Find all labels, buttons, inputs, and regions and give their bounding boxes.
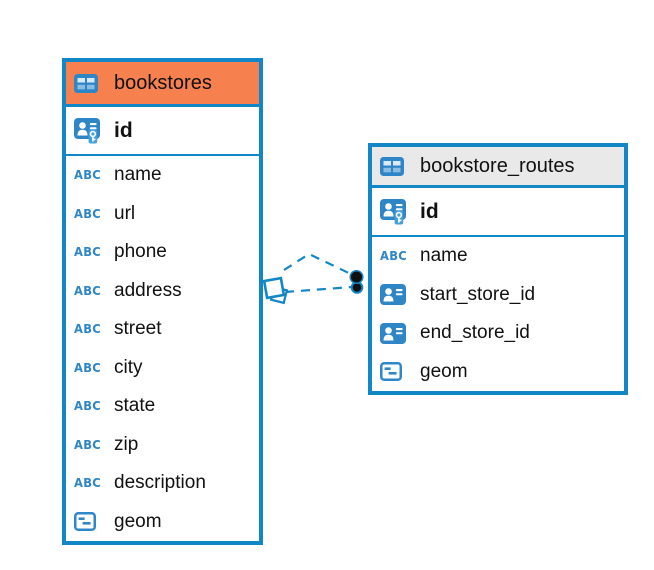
column-label: id <box>420 199 439 223</box>
table-column-row[interactable]: id <box>372 188 624 237</box>
text-type-icon: ABC <box>74 437 102 453</box>
table-column-row[interactable]: ABC name <box>372 237 624 276</box>
foreign-key-icon <box>380 284 412 306</box>
table-header-bookstore-routes[interactable]: bookstore_routes <box>372 147 624 188</box>
column-label: geom <box>114 510 162 532</box>
table-column-row[interactable]: id <box>66 107 259 156</box>
geometry-type-icon <box>380 362 412 382</box>
table-header-bookstores[interactable]: bookstores <box>66 62 259 107</box>
column-label: description <box>114 472 206 494</box>
entity-table-bookstores[interactable]: bookstores id ABC name <box>62 58 263 545</box>
relationship-diamond-marker[interactable] <box>262 276 289 305</box>
text-type-icon: ABC <box>74 206 102 222</box>
table-icon <box>380 156 412 176</box>
text-type-icon: ABC <box>74 475 102 491</box>
column-label: start_store_id <box>420 283 536 305</box>
table-column-row[interactable]: end_store_id <box>372 314 624 353</box>
text-type-icon: ABC <box>74 244 102 260</box>
table-column-row[interactable]: ABC address <box>66 271 259 310</box>
relationship-connector[interactable] <box>262 252 364 305</box>
text-type-icon: ABC <box>74 283 102 299</box>
primary-key-icon <box>380 198 412 225</box>
relationship-dot-marker[interactable] <box>349 269 364 294</box>
column-label: name <box>114 164 162 186</box>
column-label: phone <box>114 241 167 263</box>
column-label: city <box>114 356 143 378</box>
relationship-line-upper[interactable] <box>283 252 356 277</box>
table-column-row[interactable]: ABC zip <box>66 425 259 464</box>
table-name: bookstores <box>114 71 212 94</box>
entity-table-bookstore-routes[interactable]: bookstore_routes id ABC name <box>368 143 628 395</box>
table-column-row[interactable]: ABC phone <box>66 233 259 272</box>
table-column-row[interactable]: ABC state <box>66 387 259 426</box>
column-label: street <box>114 318 162 340</box>
primary-key-icon <box>74 117 106 144</box>
column-label: address <box>114 279 182 301</box>
text-type-icon: ABC <box>74 360 102 376</box>
table-name: bookstore_routes <box>420 154 575 177</box>
text-type-icon: ABC <box>74 167 102 183</box>
column-label: end_store_id <box>420 322 530 344</box>
table-icon <box>74 73 106 93</box>
relationship-line-lower[interactable] <box>284 285 353 294</box>
text-type-icon: ABC <box>380 248 408 264</box>
table-column-row[interactable]: ABC description <box>66 464 259 503</box>
table-column-row[interactable]: ABC city <box>66 348 259 387</box>
text-type-icon: ABC <box>74 321 102 337</box>
table-column-row[interactable]: start_store_id <box>372 275 624 314</box>
column-label: state <box>114 395 156 417</box>
table-column-row[interactable]: ABC street <box>66 310 259 349</box>
column-label: id <box>114 118 133 142</box>
column-label: zip <box>114 433 139 455</box>
table-column-row[interactable]: geom <box>372 352 624 391</box>
column-label: geom <box>420 360 468 382</box>
column-label: name <box>420 245 468 267</box>
table-column-row[interactable]: ABC name <box>66 156 259 195</box>
text-type-icon: ABC <box>74 398 102 414</box>
column-label: url <box>114 202 136 224</box>
foreign-key-icon <box>380 322 412 344</box>
table-column-row[interactable]: geom <box>66 502 259 541</box>
table-column-row[interactable]: ABC url <box>66 194 259 233</box>
geometry-type-icon <box>74 512 106 532</box>
